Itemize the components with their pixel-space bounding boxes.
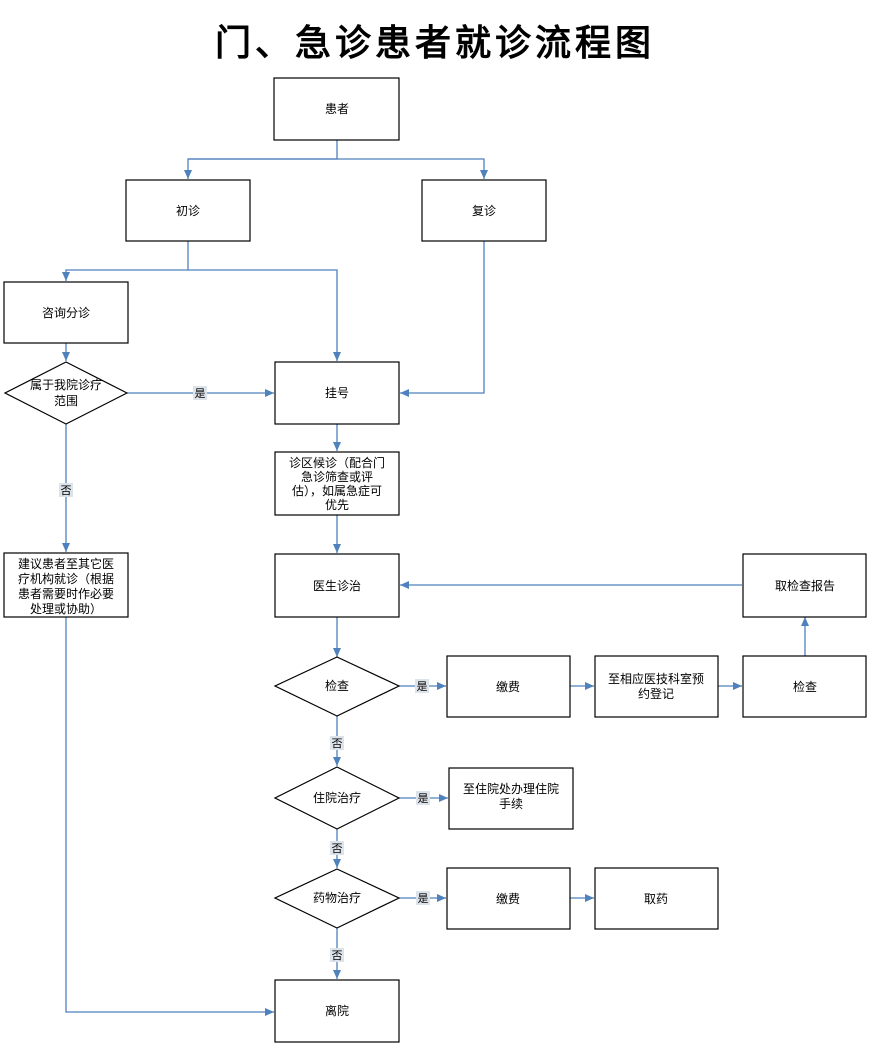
svg-text:否: 否 <box>332 737 343 750</box>
svg-text:缴费: 缴费 <box>496 891 520 906</box>
svg-text:至相应医技科室预: 至相应医技科室预 <box>608 671 704 686</box>
svg-text:建议患者至其它医: 建议患者至其它医 <box>18 556 114 571</box>
svg-text:医生诊治: 医生诊治 <box>313 579 361 593</box>
svg-text:检查: 检查 <box>325 678 349 693</box>
nodes: 患者 初诊 复诊 咨询分诊 属于我院诊疗 范围 挂号 诊区候诊（配合门 急诊筛查… <box>3 77 867 1043</box>
node-admission: 至住院处办理住院 手续 <box>448 767 574 830</box>
edges <box>62 140 809 1016</box>
svg-text:约登记: 约登记 <box>638 686 674 701</box>
node-hospital-decision: 住院治疗 <box>273 766 401 830</box>
svg-text:否: 否 <box>61 484 72 497</box>
edge-return-register <box>400 241 485 397</box>
node-pay-exam: 缴费 <box>446 655 571 718</box>
node-consult: 咨询分诊 <box>3 281 129 344</box>
node-in-scope-decision: 属于我院诊疗 范围 <box>3 361 129 425</box>
svg-text:取检查报告: 取检查报告 <box>775 578 835 593</box>
label-scope-yes: 是 <box>193 386 207 400</box>
label-scope-no: 否 <box>59 483 73 497</box>
svg-text:复诊: 复诊 <box>472 204 496 218</box>
node-register: 挂号 <box>274 361 400 425</box>
svg-text:咨询分诊: 咨询分诊 <box>42 305 90 320</box>
node-exam: 检查 <box>742 655 867 718</box>
label-exam-no: 否 <box>330 736 344 750</box>
svg-text:初诊: 初诊 <box>176 204 200 218</box>
node-drug-decision: 药物治疗 <box>273 868 401 929</box>
page-title: 门、急诊患者就诊流程图 <box>214 23 655 64</box>
node-pay-drug: 缴费 <box>446 867 571 930</box>
label-hosp-no: 否 <box>330 841 344 855</box>
label-drug-yes: 是 <box>416 891 430 905</box>
svg-text:是: 是 <box>418 892 429 905</box>
node-get-drug: 取药 <box>594 867 719 930</box>
label-hosp-yes: 是 <box>416 791 430 805</box>
svg-text:至住院处办理住院: 至住院处办理住院 <box>463 781 559 796</box>
svg-text:检查: 检查 <box>793 679 817 694</box>
node-leave: 离院 <box>274 979 400 1043</box>
edge-labels: 是 否 是 否 是 否 是 否 <box>59 386 430 962</box>
svg-text:挂号: 挂号 <box>325 386 349 400</box>
svg-text:估），如属急症可: 估），如属急症可 <box>292 483 382 498</box>
svg-text:是: 是 <box>418 792 429 805</box>
svg-text:否: 否 <box>332 842 343 855</box>
svg-text:住院治疗: 住院治疗 <box>313 791 361 805</box>
edge-refer-leave <box>65 617 274 1016</box>
svg-text:是: 是 <box>195 387 206 400</box>
node-book-exam: 至相应医技科室预 约登记 <box>594 655 719 718</box>
label-exam-yes: 是 <box>415 679 429 693</box>
node-exam-decision: 检查 <box>273 656 401 717</box>
node-waiting: 诊区候诊（配合门 急诊筛查或评 估），如属急症可 优先 <box>274 451 400 516</box>
svg-text:取药: 取药 <box>644 892 668 906</box>
svg-text:急诊筛查或评: 急诊筛查或评 <box>301 469 373 484</box>
node-first-visit: 初诊 <box>125 179 251 242</box>
svg-text:属于我院诊疗: 属于我院诊疗 <box>30 378 102 392</box>
svg-text:否: 否 <box>332 949 343 962</box>
svg-text:手续: 手续 <box>499 797 523 811</box>
svg-text:患者需要时作必要: 患者需要时作必要 <box>18 587 114 601</box>
svg-text:是: 是 <box>417 680 428 693</box>
label-drug-no: 否 <box>330 948 344 962</box>
node-refer: 建议患者至其它医 疗机构就诊（根据 患者需要时作必要 处理或协助） <box>3 552 129 618</box>
svg-text:范围: 范围 <box>54 394 78 408</box>
node-patient: 患者 <box>273 77 400 141</box>
edge-first-consult <box>62 241 189 281</box>
edge-first-register <box>188 269 341 361</box>
svg-text:优先: 优先 <box>325 498 349 512</box>
svg-text:诊区候诊（配合门: 诊区候诊（配合门 <box>289 455 385 470</box>
node-get-report: 取检查报告 <box>742 553 867 618</box>
svg-text:药物治疗: 药物治疗 <box>313 891 361 905</box>
node-doctor: 医生诊治 <box>274 553 400 618</box>
svg-text:处理或协助）: 处理或协助） <box>30 601 102 616</box>
svg-text:患者: 患者 <box>325 102 349 116</box>
svg-text:缴费: 缴费 <box>496 679 520 694</box>
node-return-visit: 复诊 <box>421 179 547 242</box>
svg-text:疗机构就诊（根据: 疗机构就诊（根据 <box>18 571 114 586</box>
svg-text:离院: 离院 <box>325 1003 349 1018</box>
edge-patient-return <box>188 158 488 179</box>
